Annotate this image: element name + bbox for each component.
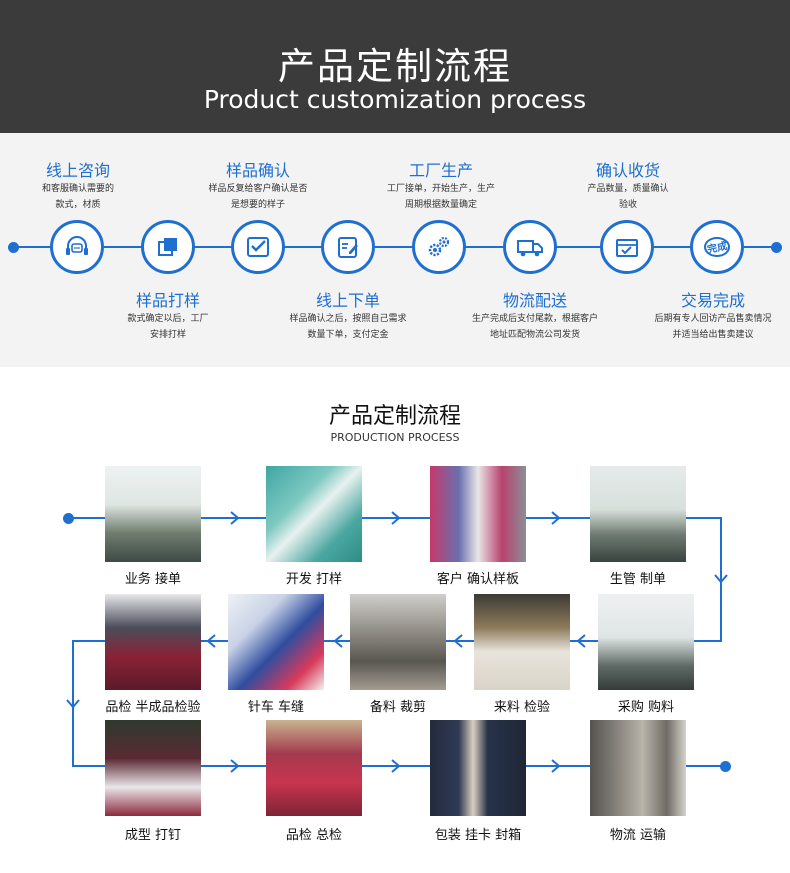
step-title: 工厂生产 — [408, 161, 473, 180]
chevron-left-icon — [576, 634, 586, 648]
step-title: 确认收货 — [595, 161, 660, 180]
step-deal-complete: 交易完成 后期有专人回访产品售卖情况 并适当给出售卖建议 — [636, 291, 790, 343]
production-subtitle: PRODUCTION PROCESS — [330, 431, 460, 444]
process-caption: 来料 检验 — [493, 700, 551, 715]
step-desc: 产品数量，质量确认 — [587, 184, 669, 194]
package-check-icon — [600, 220, 654, 274]
step-desc: 样品反复给客户确认是否 — [208, 184, 308, 194]
step-desc: 并适当给出售卖建议 — [672, 330, 754, 340]
chevron-left-icon — [333, 634, 343, 648]
pattern-paper-photo — [266, 466, 362, 562]
chevron-right-icon — [230, 759, 240, 773]
step-desc: 验收 — [618, 200, 637, 210]
forming-photo — [105, 720, 201, 816]
process-caption: 生管 制单 — [609, 572, 667, 587]
final-inspection-photo — [266, 720, 362, 816]
chevron-right-icon — [551, 759, 561, 773]
step-desc: 后期有专人回访产品售卖情况 — [654, 314, 772, 324]
timeline-start-dot — [8, 242, 19, 253]
process-caption: 成型 打钉 — [124, 828, 182, 843]
step-desc: 款式，材质 — [55, 200, 101, 210]
step-desc: 地址匹配物流公司发货 — [489, 330, 580, 340]
step-online-order: 线上下单 样品确认之后，按照自己需求 数量下单，支付定金 — [268, 291, 428, 343]
edit-document-icon — [321, 220, 375, 274]
step-factory-production: 工厂生产 工厂接单，开始生产，生产 周期根据数量确定 — [361, 161, 521, 213]
process-caption: 客户 确认样板 — [436, 572, 520, 587]
step-desc: 周期根据数量确定 — [404, 200, 477, 210]
flow-line-right-down — [720, 517, 722, 641]
process-caption: 物流 运输 — [609, 828, 667, 843]
office-photo — [105, 466, 201, 562]
sewing-photo — [228, 594, 324, 690]
steps-timeline-line — [12, 246, 778, 248]
chevron-left-icon — [206, 634, 216, 648]
step-desc: 是想要的样子 — [230, 200, 285, 210]
step-title: 线上下单 — [315, 291, 380, 310]
process-caption: 品检 总检 — [285, 828, 343, 843]
shipping-boxes-photo — [590, 720, 686, 816]
header-banner: 产品定制流程 Product customization process — [0, 0, 790, 133]
step-logistics: 物流配送 生产完成后支付尾款，根据客户 地址匹配物流公司发货 — [455, 291, 615, 343]
process-caption: 开发 打样 — [285, 572, 343, 587]
purchasing-office-photo — [598, 594, 694, 690]
step-title: 物流配送 — [502, 291, 567, 310]
process-caption: 品检 半成品检验 — [105, 700, 201, 715]
checkbox-icon — [231, 220, 285, 274]
step-sample-confirm: 样品确认 样品反复给客户确认是否 是想要的样子 — [178, 161, 338, 213]
packaging-photo — [430, 720, 526, 816]
process-caption: 备料 裁剪 — [369, 700, 427, 715]
gears-icon — [412, 220, 466, 274]
chevron-left-icon — [453, 634, 463, 648]
material-inspection-photo — [474, 594, 570, 690]
sample-room-photo — [430, 466, 526, 562]
layers-icon — [141, 220, 195, 274]
cutting-room-photo — [350, 594, 446, 690]
flow-line-left-down — [72, 640, 74, 767]
process-caption: 针车 车缝 — [247, 700, 305, 715]
step-title: 样品打样 — [135, 291, 200, 310]
timeline-end-dot — [771, 242, 782, 253]
step-title: 样品确认 — [225, 161, 290, 180]
process-caption: 业务 接单 — [124, 572, 182, 587]
page-title: 产品定制流程 — [278, 45, 512, 88]
page-subtitle: Product customization process — [203, 85, 587, 114]
flow-line-row1 — [68, 517, 722, 519]
chevron-right-icon — [391, 511, 401, 525]
step-desc: 样品确认之后，按照自己需求 — [289, 314, 407, 324]
stamp-text: 完成 — [706, 239, 728, 256]
step-desc: 生产完成后支付尾款，根据客户 — [471, 314, 598, 324]
completed-stamp-icon: 完成 — [690, 220, 744, 274]
process-caption: 采购 购料 — [617, 700, 675, 715]
chevron-down-icon — [714, 574, 728, 584]
golf-bags-inspection-photo — [105, 594, 201, 690]
step-desc: 安排打样 — [149, 330, 186, 340]
chevron-right-icon — [230, 511, 240, 525]
step-title: 交易完成 — [680, 291, 745, 310]
step-sampling: 样品打样 款式确定以后，工厂 安排打样 — [88, 291, 248, 343]
step-desc: 数量下单，支付定金 — [307, 330, 389, 340]
production-title: 产品定制流程 — [328, 404, 461, 429]
truck-icon — [503, 220, 557, 274]
flow-end-dot — [720, 761, 731, 772]
step-confirm-receipt: 确认收货 产品数量，质量确认 验收 — [548, 161, 708, 213]
step-online-consult: 线上咨询 和客服确认需要的 款式，材质 — [0, 161, 158, 213]
office-planning-photo — [590, 466, 686, 562]
chevron-right-icon — [551, 511, 561, 525]
process-caption: 包装 挂卡 封箱 — [434, 828, 522, 843]
customization-steps-band — [0, 133, 790, 367]
step-title: 线上咨询 — [45, 161, 110, 180]
step-desc: 工厂接单，开始生产，生产 — [386, 184, 495, 194]
chevron-down-icon — [66, 699, 80, 709]
step-desc: 款式确定以后，工厂 — [127, 314, 209, 324]
step-desc: 和客服确认需要的 — [41, 184, 114, 194]
headset-chat-icon — [50, 220, 104, 274]
chevron-right-icon — [391, 759, 401, 773]
